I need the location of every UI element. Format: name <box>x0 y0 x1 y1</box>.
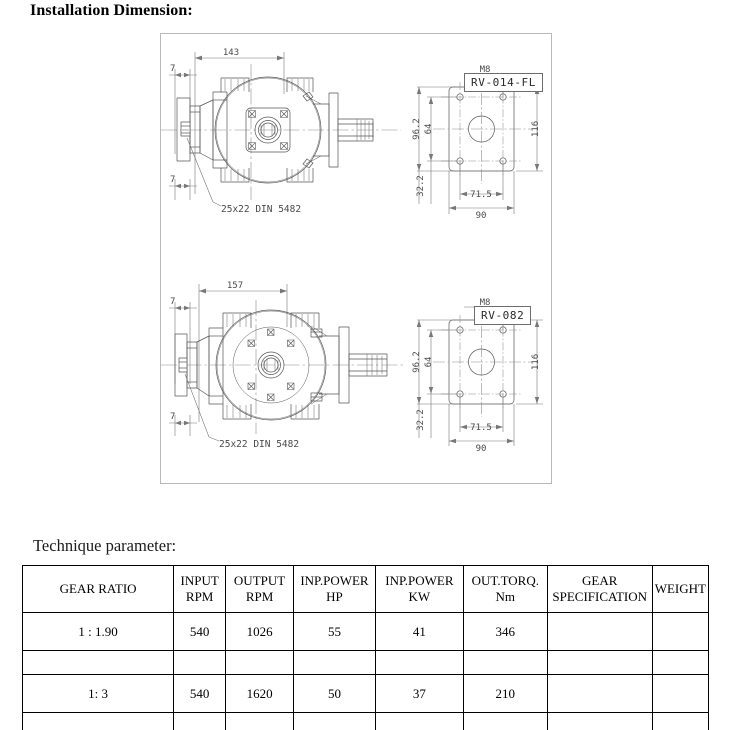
header-line-2: KW <box>408 589 431 604</box>
column-header-input-power-kw: INP.POWER KW <box>374 565 464 613</box>
dim-bolt-v-1: 64 <box>424 124 434 135</box>
installation-drawing-frame: 143 7 7 25x22 DIN 5482 M8 96.2 64 32.2 1… <box>160 33 552 484</box>
dim-bottom-offset-2: 7 <box>170 412 175 422</box>
cell-power-hp: 55 <box>293 612 376 651</box>
header-line-1: GEAR <box>582 573 618 588</box>
flange-view-2 <box>416 306 543 446</box>
cell-input-rpm <box>173 650 227 675</box>
dim-height-2: 96.2 <box>412 351 422 373</box>
cell-torque-nm: 210 <box>462 674 548 713</box>
dim-length-1: 143 <box>223 48 239 58</box>
dim-height-1: 96.2 <box>412 118 422 140</box>
table-row <box>21 712 710 730</box>
header-line-2: HP <box>326 589 343 604</box>
cell-weight <box>651 712 710 730</box>
header-line-1: GEAR RATIO <box>59 581 137 596</box>
dim-offset-2: 32.2 <box>416 409 426 431</box>
spline-note-1: 25x22 DIN 5482 <box>221 204 301 215</box>
header-line-1: OUTPUT <box>233 573 286 588</box>
header-line-2: RPM <box>185 589 214 604</box>
table-row: 1: 3 540 1620 50 37 210 <box>21 674 710 713</box>
cell-gear-spec <box>546 650 653 675</box>
cell-torque-nm <box>462 712 548 730</box>
table-row: 1 : 1.90 540 1026 55 41 346 <box>21 612 710 651</box>
page-title-installation: Installation Dimension: <box>30 2 193 19</box>
technical-drawing-svg: 143 7 7 25x22 DIN 5482 M8 96.2 64 32.2 1… <box>161 48 543 454</box>
column-header-gear-ratio: GEAR RATIO <box>21 565 175 613</box>
cell-gear-ratio: 1: 3 <box>21 674 175 713</box>
dim-bolt-h-2: 71.5 <box>470 423 492 433</box>
column-header-input-rpm: INPUT RPM <box>173 565 227 613</box>
cell-gear-ratio <box>21 712 175 730</box>
table-row <box>21 650 710 675</box>
column-header-gear-specification: GEAR SPECIFICATION <box>546 565 653 613</box>
cell-output-rpm: 1026 <box>225 612 295 651</box>
cell-power-kw: 37 <box>374 674 464 713</box>
dim-width-2: 90 <box>476 444 487 454</box>
header-line-1: INP.POWER <box>385 573 454 588</box>
cell-power-kw <box>374 650 464 675</box>
cell-torque-nm <box>462 650 548 675</box>
model-label-rv-082: RV-082 <box>474 306 532 325</box>
header-line-1: WEIGHT <box>654 581 706 596</box>
dim-offset-1: 32.2 <box>416 175 426 197</box>
cell-power-kw <box>374 712 464 730</box>
dim-thread-2: M8 <box>480 298 491 308</box>
dim-top-offset-1: 7 <box>170 64 175 74</box>
cell-power-kw: 41 <box>374 612 464 651</box>
cell-weight <box>651 650 710 675</box>
technique-parameter-table: GEAR RATIO INPUT RPM OUTPUT RPM INP.POWE… <box>21 565 710 730</box>
section-title-technique: Technique parameter: <box>33 536 177 555</box>
header-line-2: RPM <box>245 589 274 604</box>
column-header-weight: WEIGHT <box>651 565 710 613</box>
column-header-output-rpm: OUTPUT RPM <box>225 565 295 613</box>
header-line-1: INPUT <box>180 573 219 588</box>
drawing-rv-014-fl <box>161 52 401 207</box>
dim-thread-1: M8 <box>480 65 491 75</box>
cell-power-hp <box>293 712 376 730</box>
cell-input-rpm <box>173 712 227 730</box>
spline-note-2: 25x22 DIN 5482 <box>219 439 299 450</box>
cell-weight <box>651 674 710 713</box>
dim-width-1: 90 <box>476 211 487 221</box>
cell-gear-ratio: 1 : 1.90 <box>21 612 175 651</box>
cell-input-rpm: 540 <box>173 674 227 713</box>
dim-side-height-1: 116 <box>531 121 541 137</box>
cell-gear-ratio <box>21 650 175 675</box>
cell-power-hp: 50 <box>293 674 376 713</box>
cell-gear-spec <box>546 612 653 651</box>
cell-input-rpm: 540 <box>173 612 227 651</box>
drawing-rv-082 <box>161 284 406 442</box>
cell-power-hp <box>293 650 376 675</box>
cell-output-rpm <box>225 712 295 730</box>
dim-bottom-offset-1: 7 <box>170 175 175 185</box>
cell-output-rpm: 1620 <box>225 674 295 713</box>
cell-weight <box>651 612 710 651</box>
dim-top-offset-2: 7 <box>170 297 175 307</box>
cell-gear-spec <box>546 674 653 713</box>
model-label-rv-014-fl: RV-014-FL <box>464 73 544 92</box>
header-line-1: OUT.TORQ. <box>471 573 539 588</box>
header-line-1: INP.POWER <box>300 573 369 588</box>
cell-torque-nm: 346 <box>462 612 548 651</box>
header-line-2: Nm <box>495 589 516 604</box>
table-header-row: GEAR RATIO INPUT RPM OUTPUT RPM INP.POWE… <box>21 565 710 613</box>
dim-side-height-2: 116 <box>531 354 541 370</box>
column-header-output-torque: OUT.TORQ. Nm <box>462 565 548 613</box>
dim-bolt-h-1: 71.5 <box>470 190 492 200</box>
column-header-input-power-hp: INP.POWER HP <box>293 565 376 613</box>
header-line-2: SPECIFICATION <box>552 589 647 604</box>
dim-bolt-v-2: 64 <box>424 357 434 368</box>
dim-length-2: 157 <box>227 281 243 291</box>
cell-gear-spec <box>546 712 653 730</box>
cell-output-rpm <box>225 650 295 675</box>
